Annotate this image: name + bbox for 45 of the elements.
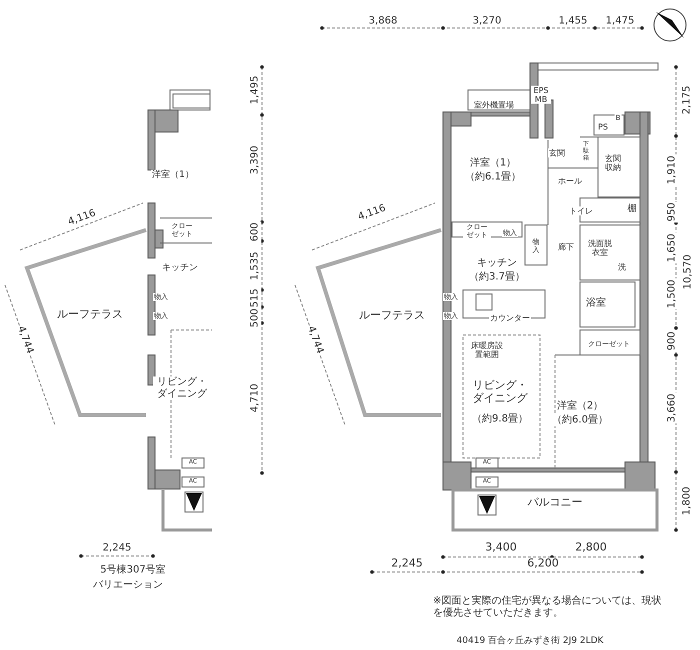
- room-label: カウンター: [489, 313, 531, 323]
- dimension-text: 1,495: [249, 74, 261, 106]
- dimension-text: 1,800: [681, 486, 693, 516]
- room-label: 浴室: [585, 297, 607, 309]
- dimension-text: 500: [249, 307, 261, 329]
- caption-text: バリエーション: [92, 579, 164, 591]
- dimension-text: 3,868: [368, 15, 398, 27]
- dimension-text: 1,650: [666, 232, 678, 264]
- room-label: 棚: [626, 204, 638, 214]
- room-label: ルーフテラス: [358, 310, 426, 322]
- room-label: 床暖房設置範囲: [468, 340, 506, 360]
- dimension-text: 2,245: [102, 542, 132, 554]
- dimension-text: 900: [666, 330, 678, 352]
- room-label: PS: [597, 122, 609, 132]
- dimension-text: 2,175: [681, 84, 693, 116]
- caption-text: 5号棟307号室: [99, 564, 167, 576]
- dimension-text: 2,245: [390, 558, 424, 570]
- dimension-text: 10,570: [682, 254, 694, 290]
- dimension-text: 6,200: [526, 558, 560, 570]
- room-label: EPS MB: [531, 86, 551, 104]
- dimension-text: 1,455: [558, 15, 588, 27]
- dimension-text: 3,270: [472, 15, 502, 27]
- dimension-text: 1,910: [666, 154, 678, 186]
- room-label: ホール: [557, 176, 583, 186]
- room-label: 廊下: [557, 242, 575, 252]
- dimension-text: 3,400: [484, 542, 518, 554]
- room-label: キッチン: [161, 262, 199, 274]
- dimension-text: 1,475: [604, 15, 636, 27]
- dimension-text: 2,800: [574, 542, 608, 554]
- room-label: ルーフテラス: [56, 308, 124, 322]
- dimension-text: 4,710: [249, 382, 261, 414]
- room-label: 玄関: [548, 148, 566, 158]
- dimension-text: 600: [249, 221, 261, 243]
- room-label: 洗: [617, 262, 627, 272]
- footer-text: 40419 百合ヶ丘みずき街 2J9 2LDK: [456, 636, 604, 646]
- dimension-text: 950: [666, 201, 678, 223]
- room-label: 室外機置場: [473, 100, 515, 110]
- room-label: キッチン: [476, 257, 518, 269]
- dimension-text: 515: [249, 287, 261, 309]
- dimension-text: 1,500: [666, 278, 678, 310]
- dimension-text: 3,390: [249, 144, 261, 176]
- dimension-text: 3,660: [666, 392, 678, 424]
- room-label: バルコニー: [526, 496, 584, 510]
- dimension-text: 1,535: [249, 250, 261, 282]
- room-label: 洗面脱衣室: [586, 238, 614, 258]
